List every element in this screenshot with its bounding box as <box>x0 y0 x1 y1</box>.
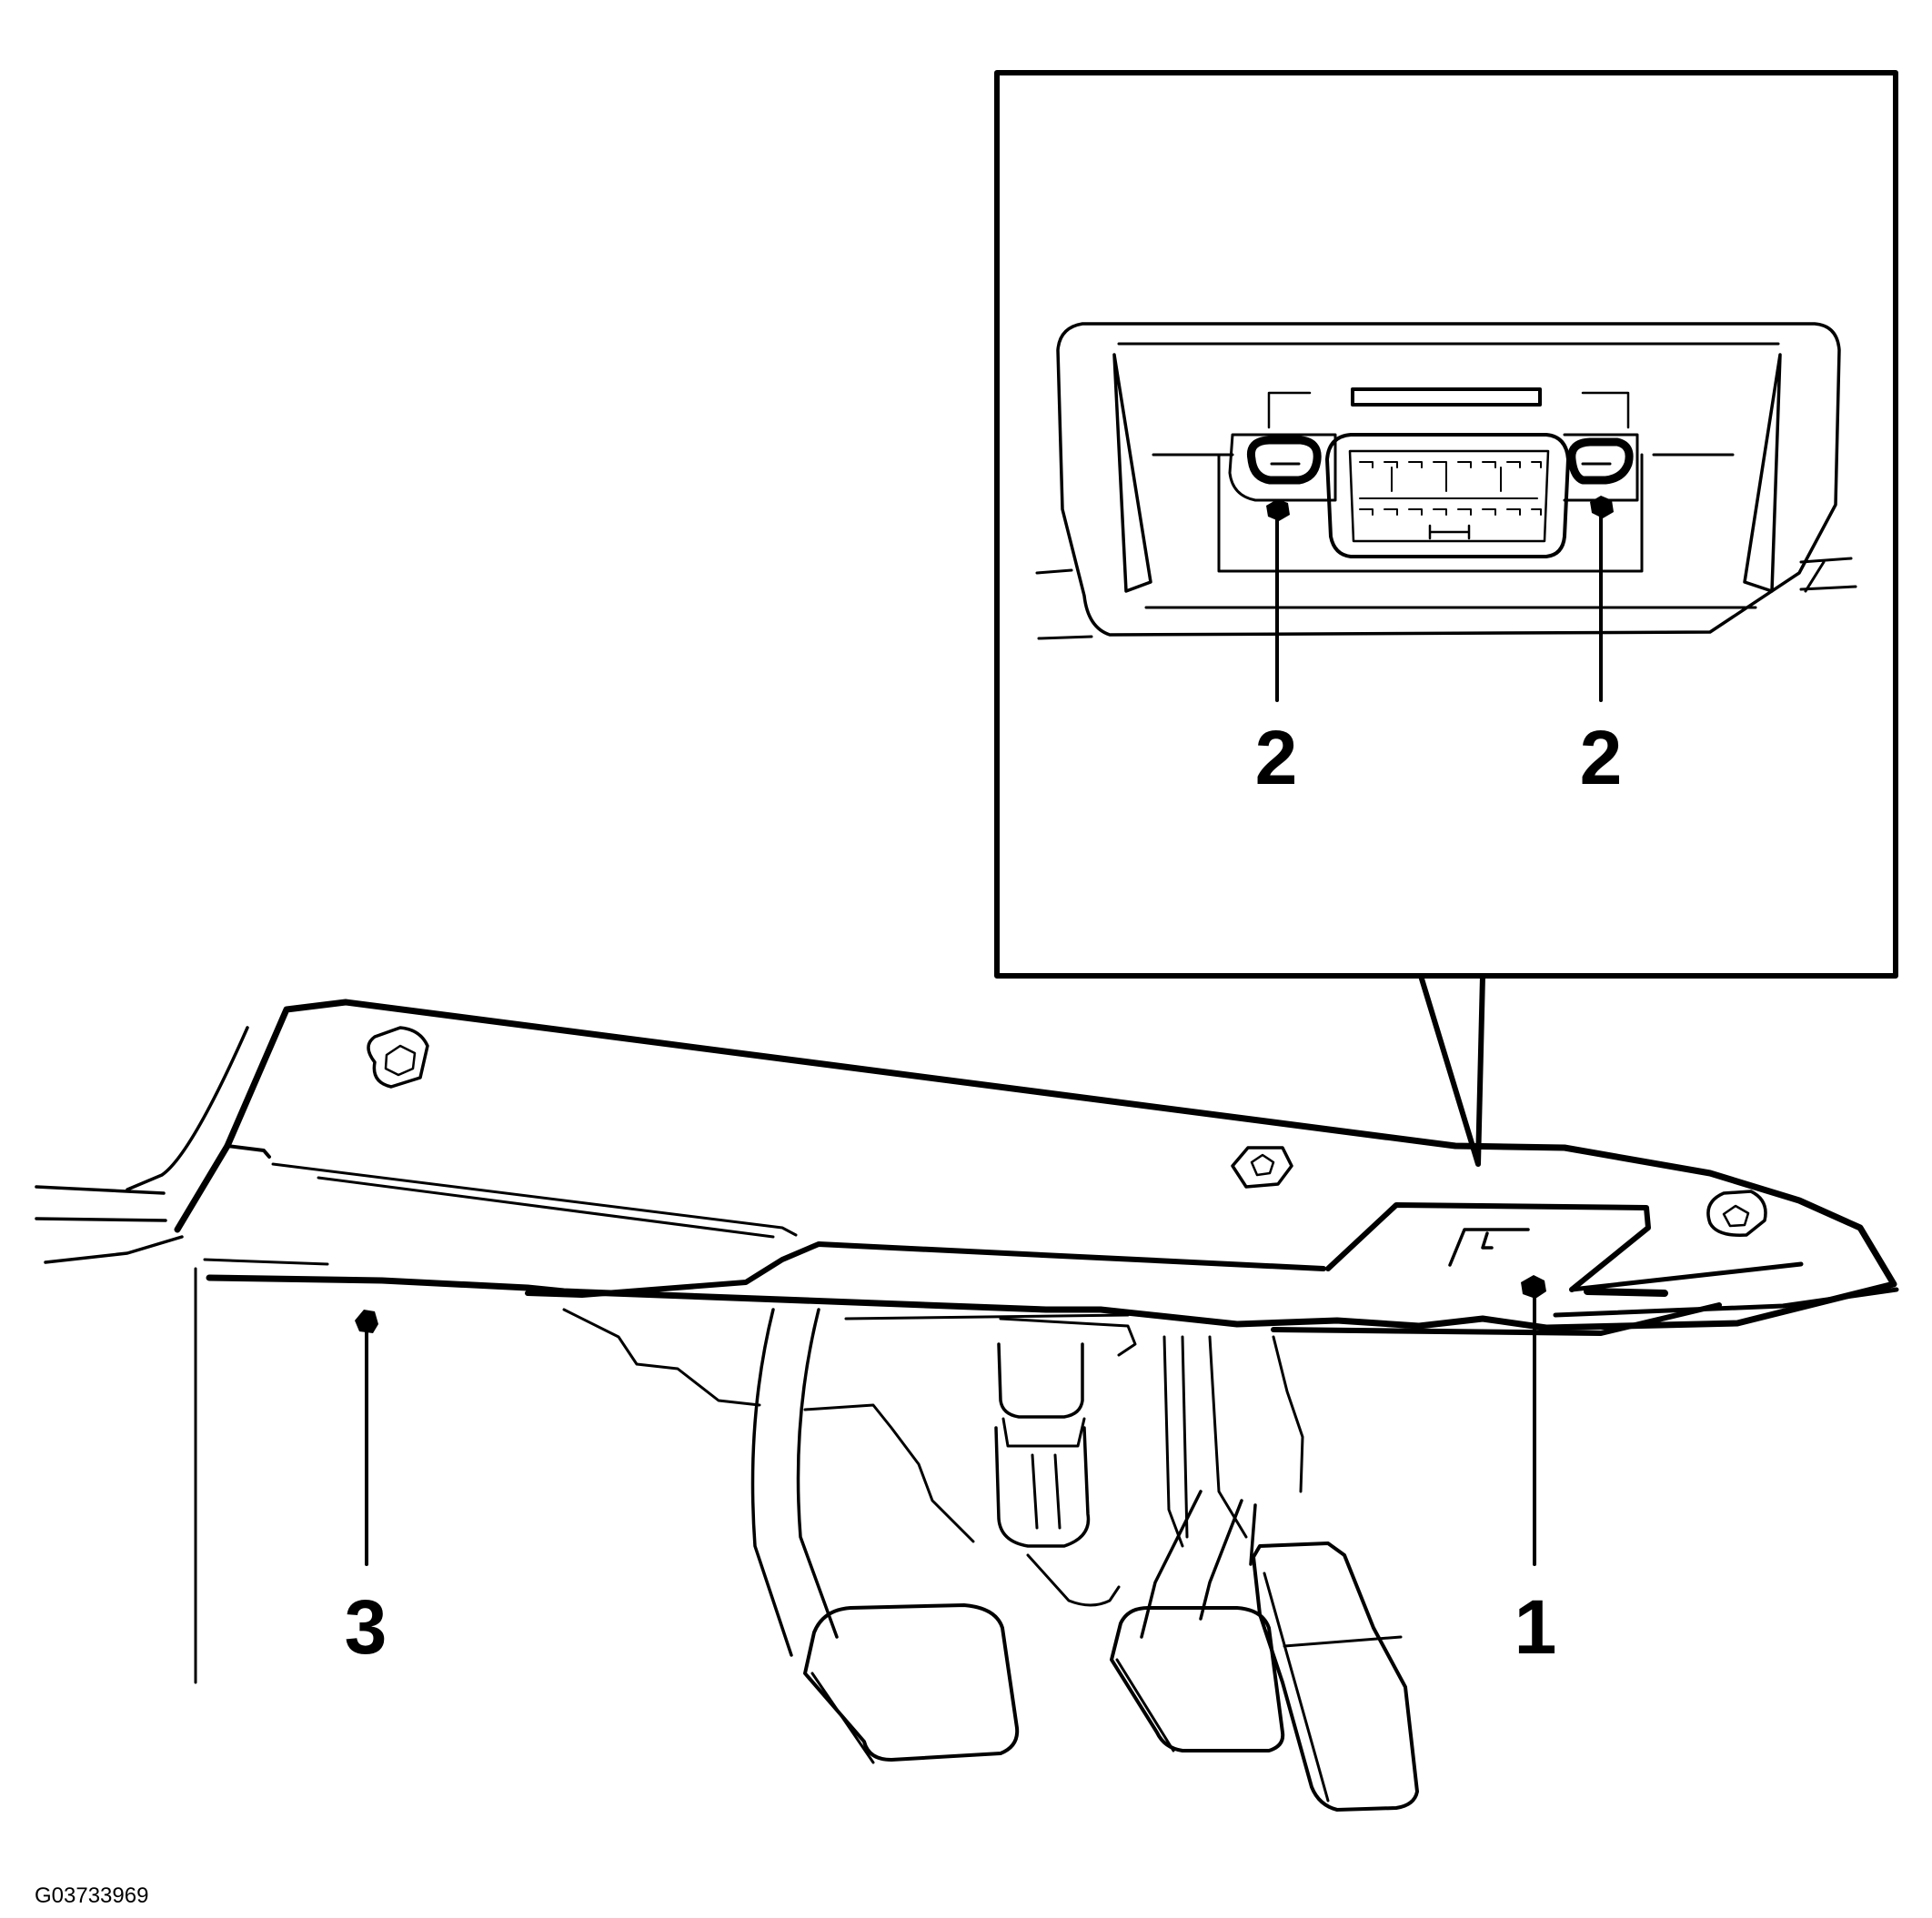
inset-frame <box>994 70 1898 979</box>
callout-label-3: 3 <box>345 1584 387 1670</box>
lower-dash-panel <box>35 999 1899 1684</box>
detail-inset: 2 2 <box>994 70 1898 1167</box>
callout-anchor-3 <box>355 1310 378 1333</box>
under-dash-structure <box>562 1308 1304 1607</box>
inset-pointer-line <box>1418 973 1485 1167</box>
callout-label-left-2: 2 <box>1255 715 1298 800</box>
connector-fastener-right <box>1563 433 1639 518</box>
callout-label-right-2: 2 <box>1580 715 1623 800</box>
obd-connector-plug <box>1267 387 1630 558</box>
main-view: 3 1 <box>35 999 1899 1812</box>
pedal-right <box>1249 1503 1419 1812</box>
obd-socket-housing <box>1035 322 1857 640</box>
pedal-left <box>750 1308 1020 1764</box>
pedal-middle <box>1110 1490 1285 1752</box>
callout-label-1: 1 <box>1514 1584 1557 1670</box>
connector-fastener-left <box>1228 433 1337 521</box>
figure-id: G03733969 <box>35 1883 148 1908</box>
